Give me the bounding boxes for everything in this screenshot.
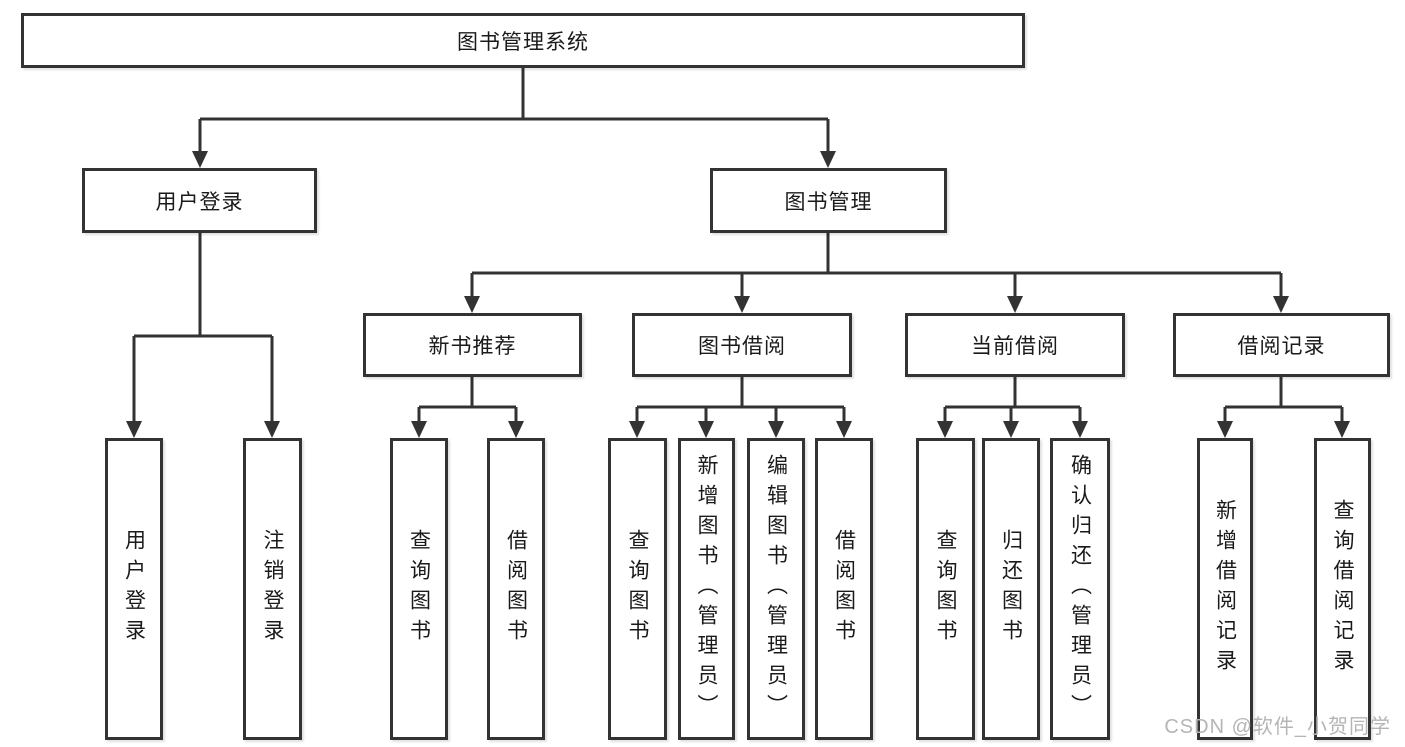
leaf-add-borrow-record: 新增借阅记录 xyxy=(1197,438,1253,740)
leaf-edit-books-admin: 编辑图书（管理员） xyxy=(747,438,805,740)
node-user-login: 用户登录 xyxy=(82,168,317,233)
leaf-borrow-books-borrowing: 借阅图书 xyxy=(815,438,873,740)
leaf-query-borrow-record: 查询借阅记录 xyxy=(1314,438,1371,740)
leaf-query-books-recommend: 查询图书 xyxy=(390,438,448,740)
leaf-query-books-current: 查询图书 xyxy=(916,438,975,740)
leaf-return-books: 归还图书 xyxy=(982,438,1040,740)
node-current-borrowing: 当前借阅 xyxy=(905,313,1125,377)
leaf-borrow-books-recommend: 借阅图书 xyxy=(487,438,545,740)
node-library-system: 图书管理系统 xyxy=(21,13,1025,68)
node-book-management: 图书管理 xyxy=(710,168,947,233)
node-new-book-recommend: 新书推荐 xyxy=(363,313,582,377)
leaf-add-books-admin: 新增图书（管理员） xyxy=(678,438,735,740)
leaf-user-login: 用户登录 xyxy=(105,438,163,740)
node-book-borrowing: 图书借阅 xyxy=(632,313,852,377)
node-borrowing-records: 借阅记录 xyxy=(1173,313,1390,377)
leaf-query-books-borrowing: 查询图书 xyxy=(608,438,667,740)
leaf-confirm-return-admin: 确认归还（管理员） xyxy=(1050,438,1110,740)
csdn-watermark: CSDN @软件_小贺同学 xyxy=(1164,716,1391,738)
leaf-logout-login: 注销登录 xyxy=(243,438,302,740)
